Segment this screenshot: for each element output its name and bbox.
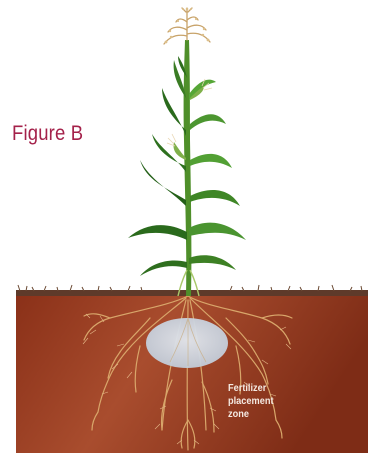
soil-surface bbox=[16, 290, 368, 296]
figure-title: Figure B bbox=[12, 122, 83, 146]
corn-tassel bbox=[164, 8, 210, 44]
fertilizer-zone bbox=[146, 318, 228, 368]
fertilizer-zone-label: Fertilizer placement zone bbox=[228, 382, 329, 421]
